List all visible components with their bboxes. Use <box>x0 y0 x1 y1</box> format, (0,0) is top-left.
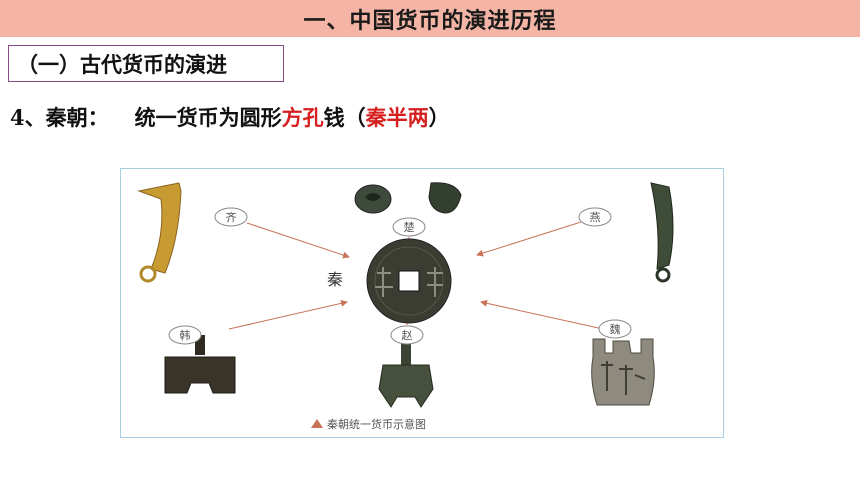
arrow-wei <box>480 299 604 330</box>
point-text-mid: 钱（ <box>323 105 366 130</box>
label-chu: 楚 <box>404 220 415 234</box>
qi-knife-coin-icon <box>137 182 182 283</box>
section-heading: （一）古代货币的演进 <box>17 51 227 77</box>
han-spade-coin-icon <box>164 335 236 394</box>
figure-caption: 秦朝统一货币示意图 <box>327 417 426 431</box>
label-wei: 魏 <box>610 322 621 336</box>
title-bar: 一、中国货币的演进历程 <box>0 0 860 37</box>
zhao-spade-coin-icon <box>378 341 434 408</box>
currency-unification-figure: 齐 楚 燕 秦 韩 赵 魏 秦朝统一货币示意图 <box>120 168 724 438</box>
arrows <box>228 221 604 330</box>
arrow-yan <box>476 221 582 257</box>
arrow-han <box>228 299 348 330</box>
caption-triangle-icon <box>311 419 323 428</box>
qin-banliang-coin-icon <box>366 238 452 324</box>
chu-ant-nose-coins-icon <box>354 182 462 214</box>
highlight-qin-banliang: 秦半两 <box>365 105 429 130</box>
point-text-pre: 统一货币为圆形 <box>134 105 282 130</box>
label-han: 韩 <box>180 328 191 342</box>
label-qi: 齐 <box>226 210 237 224</box>
point-text-post: ） <box>428 105 450 130</box>
arrow-qi <box>246 222 350 259</box>
highlight-square-hole: 方孔 <box>281 105 324 130</box>
wei-spade-coin-icon <box>591 338 655 406</box>
label-qin: 秦 <box>327 270 343 289</box>
yan-knife-coin-icon <box>650 182 674 283</box>
page-title: 一、中国货币的演进历程 <box>303 7 557 34</box>
section-heading-box: （一）古代货币的演进 <box>8 45 284 82</box>
figure-illustration: 齐 楚 燕 秦 韩 赵 魏 秦朝统一货币示意图 <box>137 182 674 431</box>
point-line: 4、秦朝： 统一货币为圆形 方孔 钱（ 秦半两 ） <box>10 101 450 133</box>
point-number: 4、秦朝： <box>10 105 109 130</box>
state-labels: 齐 楚 燕 秦 韩 赵 魏 <box>168 207 632 345</box>
label-yan: 燕 <box>590 211 601 224</box>
label-zhao: 赵 <box>402 328 413 342</box>
